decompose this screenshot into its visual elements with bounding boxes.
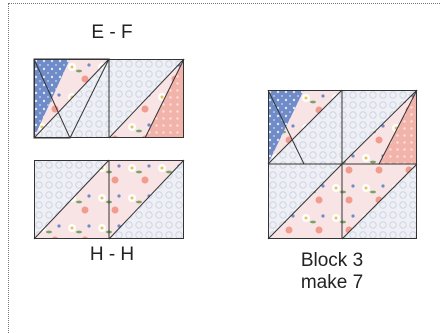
block-3: [268, 90, 417, 239]
label-hh: H - H: [72, 244, 152, 266]
unit-ef: [34, 59, 184, 138]
label-block: Block 3 make 7: [282, 250, 382, 294]
label-block-line1: Block 3: [282, 250, 382, 272]
label-ef: E - F: [72, 22, 152, 44]
unit-hh: [34, 160, 184, 239]
label-block-line2: make 7: [282, 272, 382, 294]
